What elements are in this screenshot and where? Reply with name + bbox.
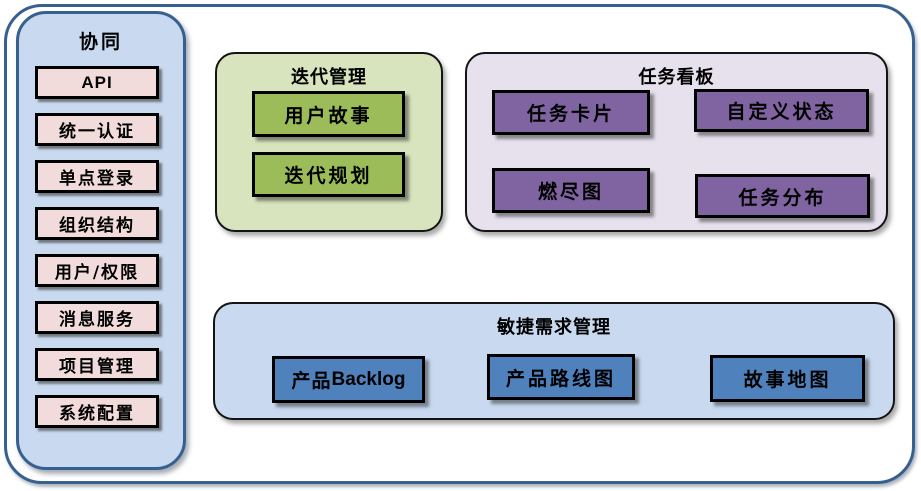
feature-task-distribution: 任务分布 (695, 174, 870, 218)
agile-requirements-panel-title: 敏捷需求管理 (497, 317, 611, 337)
feature-story-map: 故事地图 (710, 355, 865, 402)
iteration-management-panel: 迭代管理 用户故事 迭代规划 (215, 52, 443, 232)
sidebar-item-system-config: 系统配置 (35, 395, 159, 428)
sidebar-title: 协同 (78, 32, 123, 53)
sidebar-item-unified-auth: 统一认证 (35, 113, 159, 146)
feature-iteration-planning: 迭代规划 (252, 152, 405, 197)
sidebar-item-org-structure: 组织结构 (35, 207, 159, 240)
iteration-panel-title: 迭代管理 (291, 67, 367, 87)
sidebar-item-project-management: 项目管理 (35, 348, 159, 381)
task-board-panel: 任务看板 任务卡片 自定义状态 燃尽图 任务分布 (465, 52, 888, 232)
task-board-panel-title: 任务看板 (638, 67, 715, 87)
collaboration-sidebar: 协同 API 统一认证 单点登录 组织结构 用户/权限 消息服务 项目管理 系统… (16, 11, 186, 470)
feature-custom-status: 自定义状态 (694, 89, 869, 132)
feature-burndown-chart: 燃尽图 (492, 168, 650, 213)
feature-product-backlog-en: Backlog (331, 368, 406, 390)
sidebar-item-user-permission: 用户/权限 (35, 254, 159, 287)
sidebar-item-message-service: 消息服务 (35, 301, 159, 334)
feature-product-backlog-zh: 产品 (291, 370, 332, 392)
feature-task-card: 任务卡片 (492, 90, 650, 135)
feature-product-roadmap: 产品路线图 (487, 354, 635, 400)
sidebar-item-api: API (35, 66, 159, 99)
feature-user-story: 用户故事 (252, 91, 405, 137)
sidebar-item-sso: 单点登录 (35, 160, 159, 193)
sidebar-item-list: API 统一认证 单点登录 组织结构 用户/权限 消息服务 项目管理 系统配置 (35, 66, 159, 428)
